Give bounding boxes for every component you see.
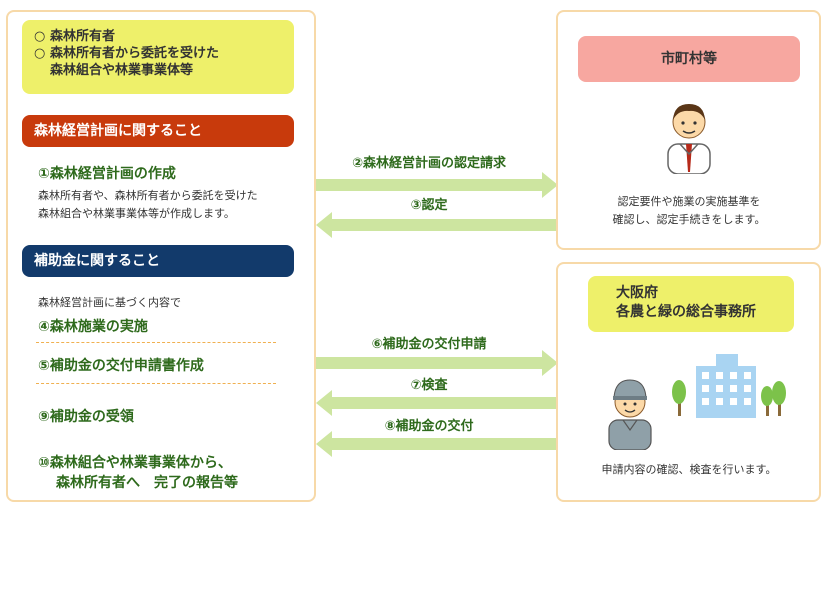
applicant-box: ○ 森林所有者 ○ 森林所有者から委託を受けた 森林組合や林業事業体等: [22, 20, 294, 94]
prefecture-desc: 申請内容の確認、検査を行います。: [601, 463, 777, 476]
applicant-forest-owner: 森林所有者: [50, 29, 116, 44]
inspector-person-icon: [608, 379, 652, 450]
municipality-title: 市町村等: [578, 36, 800, 82]
applicant-delegate-cont: 森林組合や林業事業体等: [50, 63, 194, 78]
divider: [36, 383, 276, 384]
prefecture-title-line2: 各農と緑の総合事務所: [616, 304, 756, 320]
step5-title: ⑤補助金の交付申請書作成: [38, 358, 204, 374]
plan-section-header: 森林経営計画に関すること: [22, 115, 294, 147]
left-arrow-icon: [316, 390, 558, 416]
step1-desc-line2: 森林組合や林業事業体等が作成します。: [38, 207, 235, 220]
prefecture-title-line1: 大阪府: [616, 285, 658, 301]
arrow-label-certification: ③認定: [410, 198, 448, 213]
right-arrow-icon: [316, 172, 558, 198]
subsidy-section-header: 補助金に関すること: [22, 245, 294, 277]
municipality-desc-line2: 確認し、認定手続きをします。: [612, 213, 766, 226]
step10-title-line1: ⑩森林組合や林業事業体から、: [38, 455, 232, 471]
step9-title: ⑨補助金の受領: [38, 409, 134, 425]
step1-desc-line1: 森林所有者や、森林所有者から委託を受けた: [38, 189, 258, 202]
arrow-label-inspection: ⑦検査: [410, 378, 448, 393]
step10-title-line2: 森林所有者へ 完了の報告等: [56, 475, 238, 491]
arrow-label-subsidy-grant: ⑧補助金の交付: [384, 419, 474, 434]
step1-title: ①森林経営計画の作成: [38, 166, 176, 182]
office-building-icon: [672, 354, 786, 418]
left-arrow-icon: [316, 212, 558, 238]
subsidy-intro: 森林経営計画に基づく内容で: [38, 296, 181, 309]
official-person-icon: [667, 104, 711, 174]
divider: [36, 342, 276, 343]
right-arrow-icon: [316, 350, 558, 376]
bullet: ○: [34, 29, 46, 44]
step4-title: ④森林施業の実施: [38, 319, 148, 335]
prefecture-title: 大阪府 各農と緑の総合事務所: [588, 276, 794, 332]
municipality-desc-line1: 認定要件や施業の実施基準を: [617, 195, 761, 208]
bullet: ○: [34, 46, 46, 61]
arrow-label-subsidy-application: ⑥補助金の交付申請: [371, 337, 487, 352]
arrow-label-certification-request: ②森林経営計画の認定請求: [351, 156, 506, 171]
left-arrow-icon: [316, 431, 558, 457]
applicant-delegate: 森林所有者から委託を受けた: [50, 46, 220, 61]
